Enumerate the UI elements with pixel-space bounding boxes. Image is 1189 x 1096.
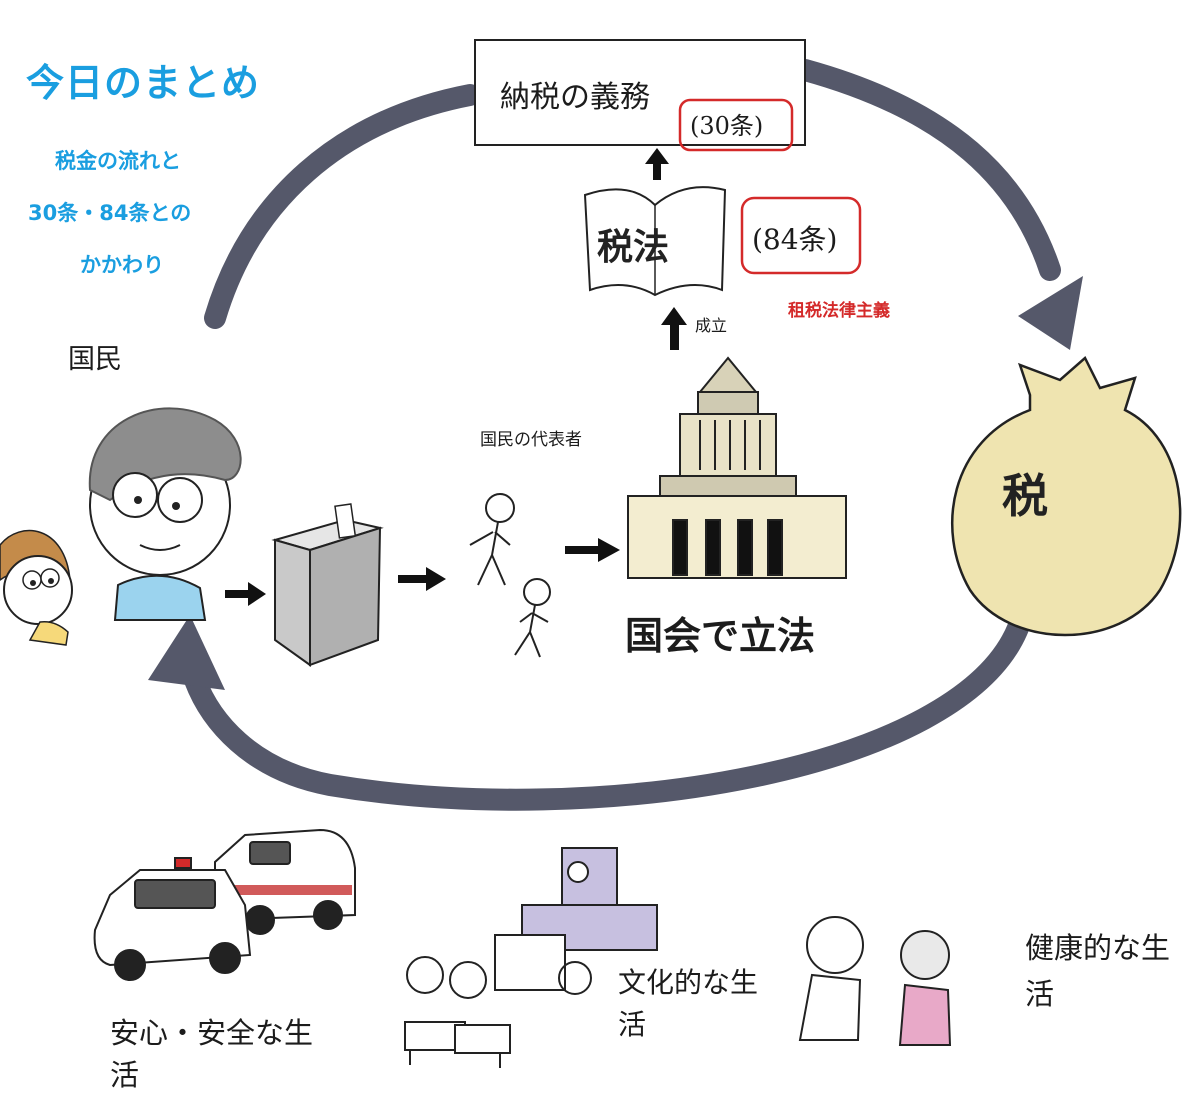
- duty-article: (30条): [690, 112, 764, 140]
- cycle-arrowhead-right: [1018, 276, 1083, 350]
- duty-label: 納税の義務: [500, 80, 650, 115]
- tax-law-enacted: 成立: [695, 316, 728, 335]
- duty-box: [474, 39, 806, 146]
- ballot-box-front: [274, 538, 311, 667]
- arrow-to-diet: [598, 538, 620, 562]
- child-shirt: [28, 620, 69, 646]
- tax-label: 税: [1002, 469, 1048, 523]
- arrow-up-duty-head: [645, 148, 669, 164]
- ballot-box-side: [309, 526, 382, 667]
- page-title: 今日のまとめ: [26, 61, 261, 105]
- child-face: [3, 555, 73, 625]
- cycle-arrow-bottom: [184, 617, 1029, 811]
- arrow-to-ballot: [248, 582, 266, 606]
- ambulance-icon: [214, 828, 356, 935]
- tax-law-principle: 租税法律主義: [788, 301, 890, 321]
- care-icon: [798, 916, 952, 1046]
- arrow-to-representatives: [426, 567, 446, 591]
- ballot-paper: [334, 503, 357, 539]
- life-health-label: 健康的な生活: [1025, 931, 1171, 1011]
- school-icon: [494, 847, 658, 991]
- police-car-icon: [93, 857, 252, 981]
- representative-1: [469, 493, 515, 586]
- arrow-up-book-head: [661, 307, 687, 325]
- subtitle-line-3: かかわり: [80, 253, 164, 277]
- adult-shirt: [113, 574, 207, 621]
- life-safety-label: 安心・安全な生活: [110, 1016, 314, 1092]
- cycle-arrow-top-right: [794, 59, 1061, 281]
- citizens-label: 国民: [68, 344, 122, 375]
- representatives-label: 国民の代表者: [480, 430, 582, 450]
- tax-law-article: (84条): [752, 223, 838, 256]
- arrow-up-book-shaft: [670, 322, 679, 350]
- duty-article-highlight: [678, 98, 794, 152]
- tax-law-label: 税法: [597, 227, 670, 268]
- arrow-up-duty-shaft: [653, 162, 661, 180]
- diet-label: 国会で立法: [625, 613, 816, 658]
- students-icon: [404, 956, 592, 1068]
- diet-building: [627, 356, 847, 579]
- cycle-arrowhead-left: [148, 615, 225, 690]
- representative-2: [514, 578, 551, 658]
- tax-law-article-highlight: [740, 196, 862, 275]
- life-culture-label: 文化的な生活: [618, 966, 759, 1041]
- subtitle-line-1: 税金の流れと: [55, 149, 181, 173]
- subtitle-line-2: 30条・84条との: [28, 201, 192, 225]
- tax-bag: [951, 355, 1182, 637]
- cycle-arrow-top-left: [204, 84, 481, 329]
